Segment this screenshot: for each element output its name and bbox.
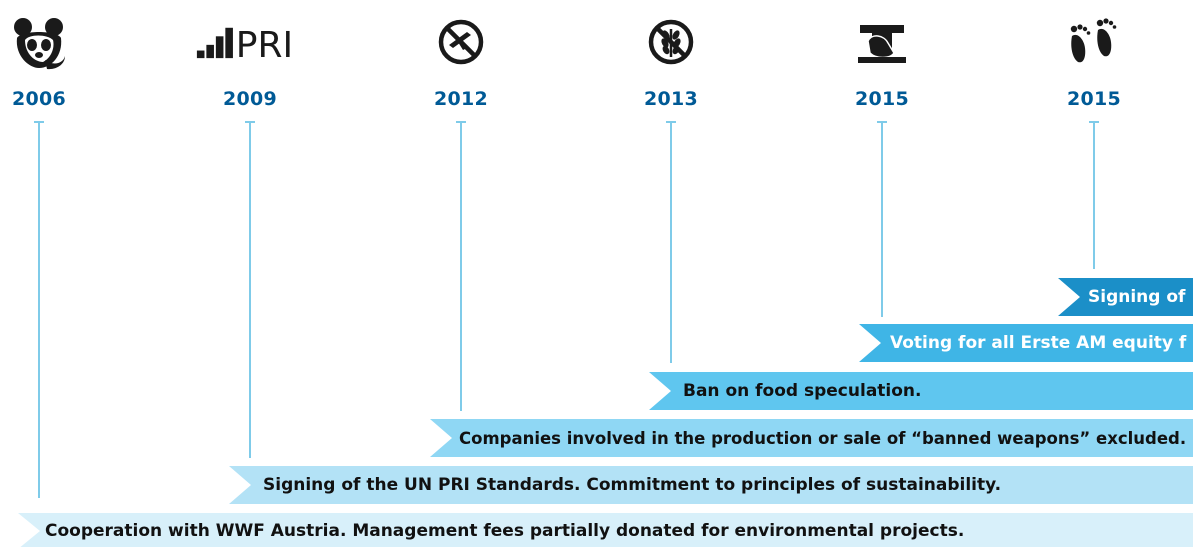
milestone-2015-footprint: 2015 (1039, 0, 1149, 547)
timeline-band-weapons: Companies involved in the production or … (430, 419, 1193, 457)
pri-logo-icon: PRI (195, 12, 305, 72)
milestone-2015-voting: 2015 (827, 0, 937, 547)
milestone-year: 2013 (643, 88, 699, 110)
milestone-2012-weapons: 2012 (406, 0, 516, 547)
milestone-2009-pri: PRI 2009 (195, 0, 305, 547)
timeline-stem (249, 121, 251, 458)
timeline-stem (881, 121, 883, 317)
timeline-band-wwf: Cooperation with WWF Austria. Management… (18, 513, 1193, 547)
panda-icon (0, 12, 94, 72)
milestone-year: 2012 (433, 88, 489, 110)
timeline-stem (1093, 121, 1095, 269)
timeline-band-voting: Voting for all Erste AM equity f (859, 324, 1193, 362)
timeline-band-food: Ban on food speculation. (649, 372, 1193, 410)
timeline-band-footprint: Signing of (1058, 278, 1193, 316)
milestone-year: 2015 (1066, 88, 1122, 110)
milestone-year: 2006 (11, 88, 67, 110)
milestone-year: 2015 (854, 88, 910, 110)
band-text: Cooperation with WWF Austria. Management… (45, 521, 965, 541)
banned-weapons-icon (406, 12, 516, 72)
footprint-icon (1039, 12, 1149, 72)
timeline-stem (460, 121, 462, 411)
band-text: Companies involved in the production or … (459, 428, 1187, 448)
milestone-2006-wwf: 2006 (0, 0, 94, 547)
timeline-stem (670, 121, 672, 363)
band-text: Ban on food speculation. (683, 381, 922, 401)
band-text: Voting for all Erste AM equity f (890, 333, 1187, 353)
milestone-year: 2009 (222, 88, 278, 110)
voting-hand-icon (827, 12, 937, 72)
timeline-stem (38, 121, 40, 498)
milestone-2013-food: 2013 (616, 0, 726, 547)
band-text: Signing of (1088, 287, 1186, 307)
pri-logo-text: PRI (236, 25, 293, 62)
band-text: Signing of the UN PRI Standards. Commitm… (263, 475, 1002, 495)
timeline-band-pri: Signing of the UN PRI Standards. Commitm… (229, 466, 1193, 504)
no-food-speculation-icon (616, 12, 726, 72)
